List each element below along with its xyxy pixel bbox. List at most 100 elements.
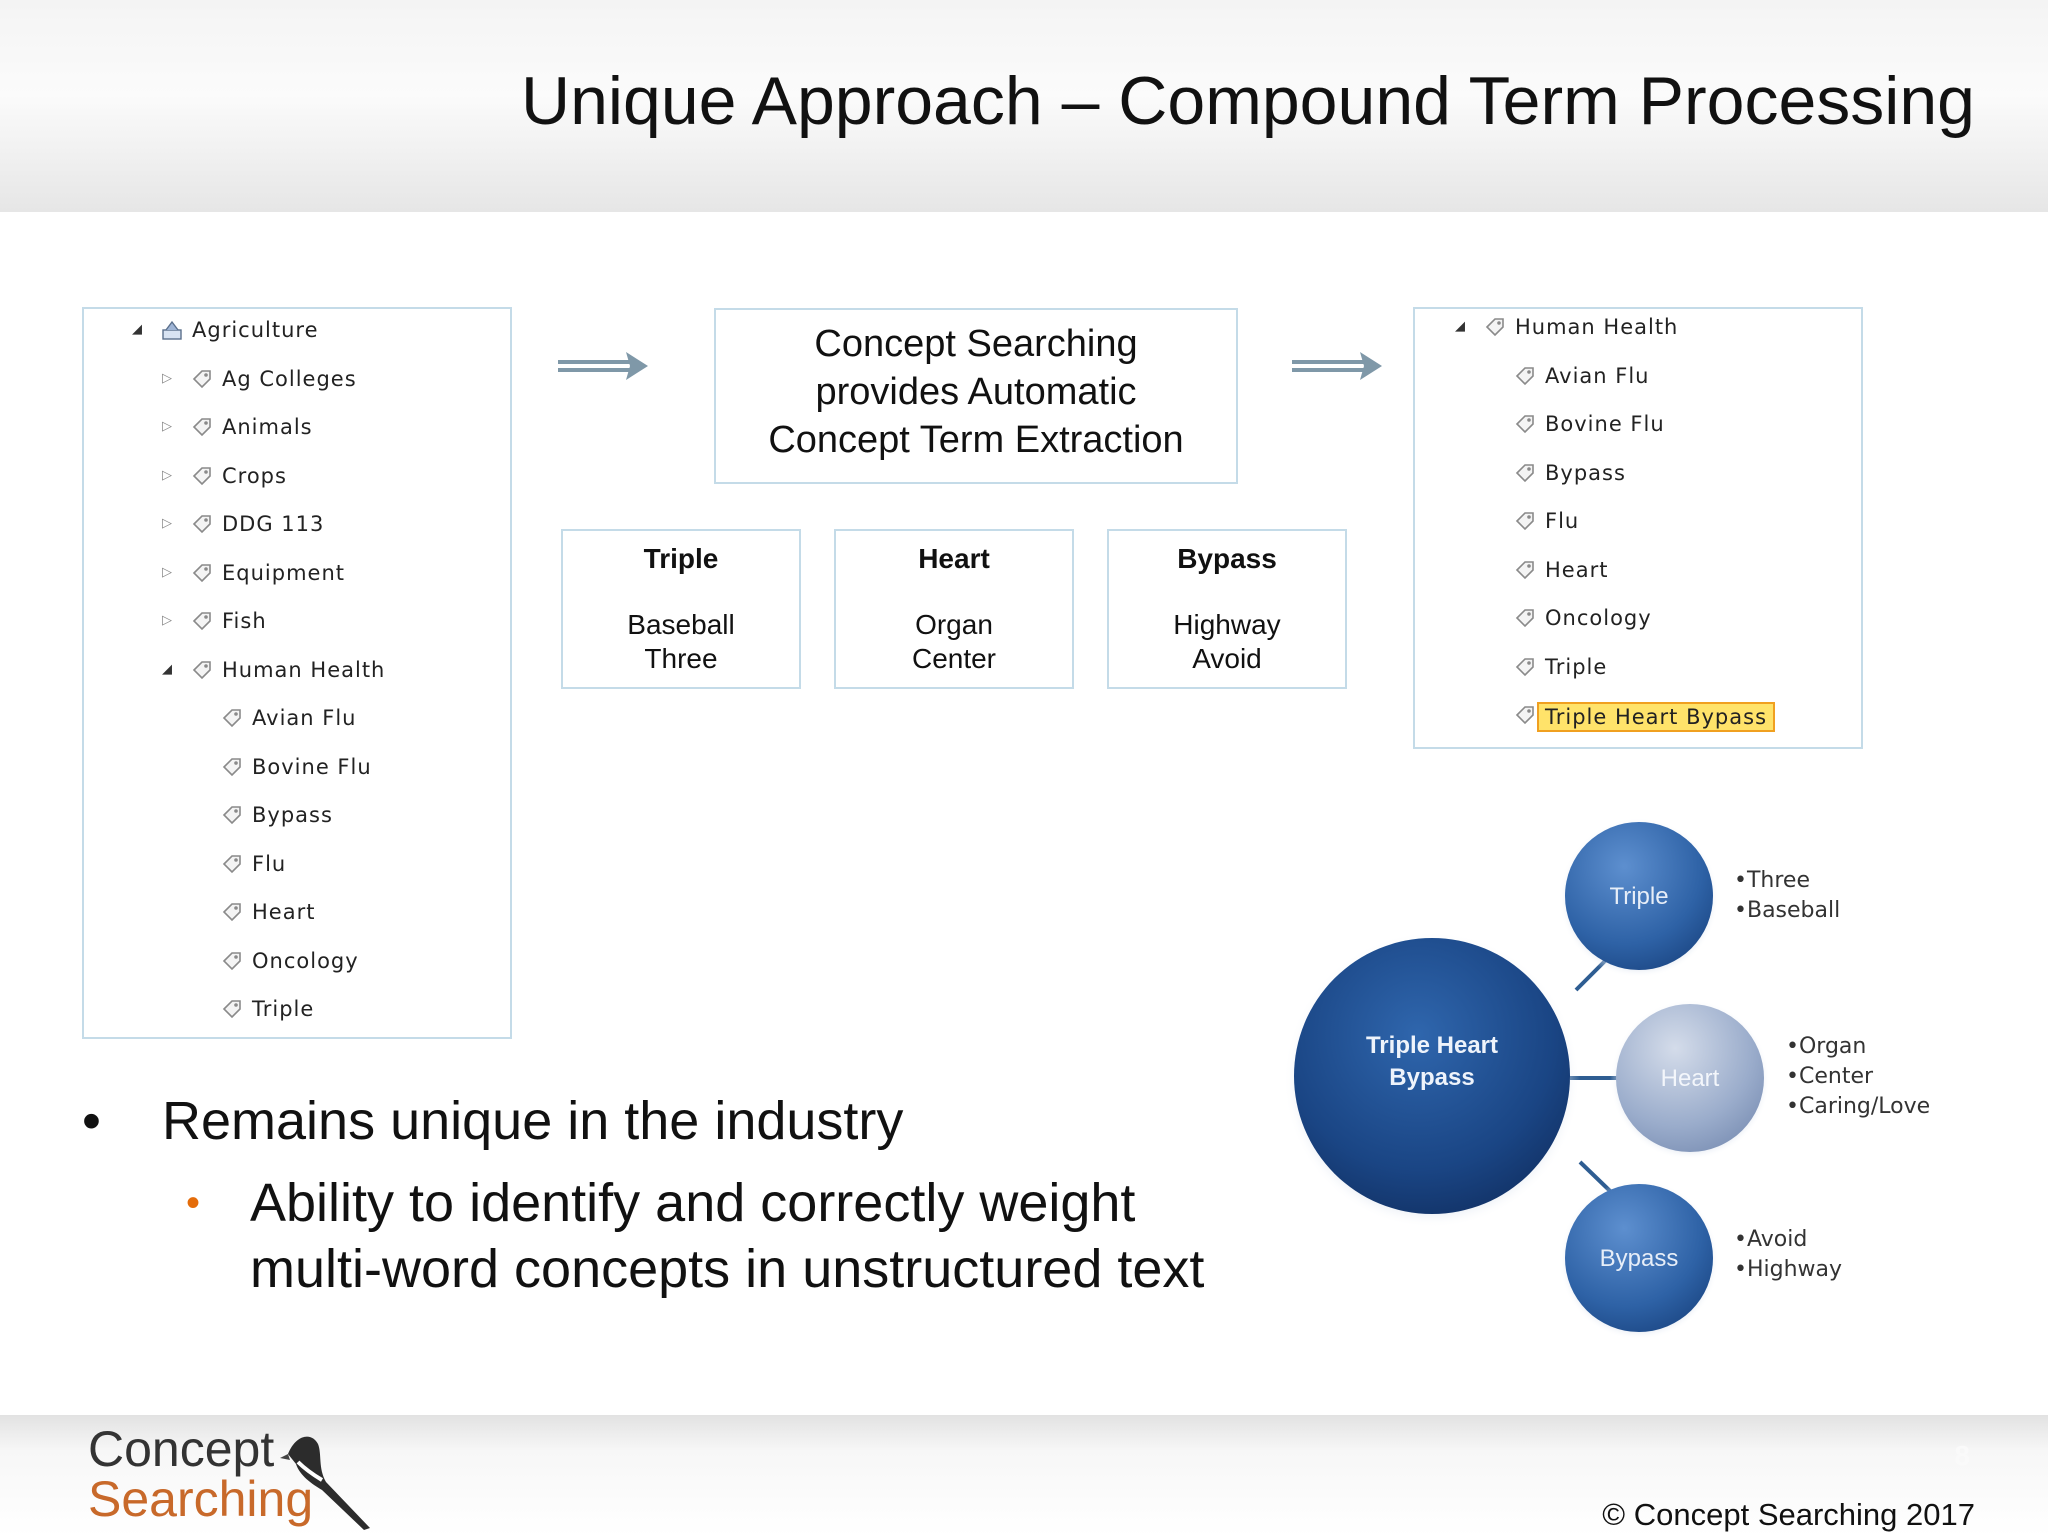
- expand-triangle-icon[interactable]: ▷: [162, 370, 173, 386]
- right-tree-item-label: Human Health: [1515, 315, 1679, 339]
- left-tree-item-label: DDG 113: [222, 512, 325, 536]
- concept-line-1: Concept Searching: [814, 323, 1138, 365]
- word-box-word: Organ: [915, 609, 993, 640]
- left-tree-item-label: Crops: [222, 463, 287, 488]
- copyright-text: © Concept Searching 2017: [1602, 1497, 1975, 1532]
- left-taxonomy-tree: ◢Agriculture▷Ag Colleges▷Animals▷Crops▷D…: [82, 307, 512, 1039]
- tag-icon: [1515, 415, 1534, 434]
- word-box-term: Triple: [643, 543, 719, 574]
- left-tree-item-label: Triple: [252, 997, 315, 1021]
- magpie-bird-icon: [280, 1436, 370, 1530]
- tag-icon: [222, 709, 241, 728]
- right-tree-item-label: Avian Flu: [1545, 363, 1650, 388]
- expand-triangle-icon[interactable]: ▷: [162, 419, 173, 434]
- arrow-right-icon: [1292, 352, 1382, 380]
- expand-triangle-icon[interactable]: ▷: [162, 467, 173, 483]
- compound-term-diagram: Triple Heart Bypass Triple Heart Bypass: [1284, 818, 1770, 1340]
- tag-icon: [192, 369, 211, 388]
- heart-node-label: Heart: [1661, 1065, 1720, 1092]
- tag-icon: [222, 903, 241, 922]
- associated-term: •Center: [1786, 1064, 1874, 1089]
- page-number: 8: [1954, 1440, 1970, 1471]
- left-tree-item-label: Equipment: [222, 560, 345, 585]
- right-tree-item-label: Oncology: [1545, 606, 1652, 630]
- word-box-triple: Triple Baseball Three: [561, 529, 801, 689]
- logo-word-searching: Searching: [88, 1471, 314, 1527]
- concept-extraction-box: Concept Searching provides Automatic Con…: [714, 308, 1238, 484]
- tag-icon: [222, 1000, 241, 1019]
- left-tree-item-label: Oncology: [252, 948, 359, 973]
- bypass-node-label: Bypass: [1600, 1245, 1679, 1272]
- right-tree-item-label: Triple: [1545, 654, 1608, 679]
- center-node: [1294, 938, 1570, 1214]
- associated-term: •Organ: [1786, 1034, 1867, 1059]
- associated-term: •Highway: [1734, 1257, 1843, 1282]
- concept-line-3: Concept Term Extraction: [768, 419, 1184, 461]
- center-node-label: Bypass: [1389, 1064, 1474, 1091]
- agriculture-icon: [162, 320, 182, 340]
- associated-term: •Avoid: [1734, 1227, 1808, 1252]
- tag-icon: [192, 660, 211, 679]
- triple-node: [1565, 822, 1713, 970]
- word-box-heart: Heart Organ Center: [834, 529, 1074, 689]
- word-box-term: Bypass: [1177, 543, 1277, 574]
- left-tree-item-label: Flu: [252, 851, 287, 876]
- right-tree-item-label: Bovine Flu: [1545, 412, 1665, 436]
- sub-bullet-dot: •: [186, 1181, 201, 1225]
- right-tree-item-label: Bypass: [1545, 460, 1626, 485]
- word-box-word: Avoid: [1192, 643, 1262, 674]
- bullet-dot: •: [82, 1091, 101, 1151]
- word-box-word: Baseball: [627, 609, 735, 640]
- sub-bullet-text: Ability to identify and correctly weight: [250, 1173, 1136, 1233]
- tag-icon: [192, 563, 211, 582]
- arrow-right-icon: [558, 352, 648, 380]
- associated-term: •Caring/Love: [1786, 1094, 1931, 1119]
- word-box-term: Heart: [918, 543, 990, 574]
- left-tree-item-label: Human Health: [222, 657, 386, 682]
- tag-icon: [1515, 609, 1534, 628]
- footer-band: [0, 1415, 2048, 1536]
- word-box-bypass: Bypass Highway Avoid: [1107, 529, 1347, 689]
- left-tree-item-label: Bovine Flu: [252, 754, 372, 779]
- center-node-label: Triple Heart: [1366, 1032, 1498, 1059]
- expand-triangle-icon[interactable]: ▷: [162, 564, 173, 580]
- right-tree-item-label: Heart: [1545, 557, 1609, 582]
- tag-icon: [222, 854, 241, 873]
- heart-node: [1616, 1004, 1764, 1152]
- tag-icon: [1515, 366, 1534, 385]
- right-tree-item-label: Triple Heart Bypass: [1537, 702, 1776, 732]
- expand-triangle-icon[interactable]: ▷: [162, 613, 173, 628]
- heart-associated-terms: •Organ •Center •Caring/Love: [1786, 1032, 1930, 1122]
- collapse-triangle-icon[interactable]: ◢: [132, 322, 143, 337]
- concept-line-2: provides Automatic: [815, 371, 1137, 413]
- word-box-word: Three: [644, 643, 718, 674]
- tag-icon: [222, 757, 241, 776]
- triple-associated-terms: •Three •Baseball: [1734, 866, 1840, 926]
- word-box-word: Center: [911, 643, 997, 674]
- associated-term: •Three: [1734, 868, 1810, 893]
- left-tree-item-label: Fish: [222, 609, 267, 633]
- left-tree-item-label: Heart: [252, 900, 316, 924]
- tag-icon: [192, 466, 211, 485]
- bypass-associated-terms: •Avoid •Highway: [1734, 1225, 1842, 1285]
- left-tree-item-label: Ag Colleges: [222, 366, 357, 391]
- tag-icon: [1515, 657, 1534, 676]
- bypass-node: [1565, 1184, 1713, 1332]
- triple-node-label: Triple: [1609, 883, 1668, 910]
- tag-icon: [1485, 318, 1504, 337]
- collapse-triangle-icon[interactable]: ◢: [162, 661, 173, 677]
- word-box-word: Highway: [1173, 609, 1281, 640]
- tag-icon: [192, 515, 211, 534]
- sub-bullet-text: multi-word concepts in unstructured text: [250, 1239, 1205, 1299]
- collapse-triangle-icon[interactable]: ◢: [1455, 319, 1466, 334]
- slide-title: Unique Approach – Compound Term Processi…: [520, 63, 1975, 139]
- header-band: [0, 0, 2048, 212]
- left-tree-item-label: Agriculture: [192, 318, 319, 342]
- tag-icon: [1515, 512, 1534, 531]
- tag-icon: [1515, 706, 1534, 725]
- left-tree-item-label: Bypass: [252, 803, 333, 827]
- associated-term: •Baseball: [1734, 898, 1841, 923]
- expand-triangle-icon[interactable]: ▷: [162, 516, 173, 531]
- right-tree-item-label: Flu: [1545, 509, 1580, 533]
- left-tree-item-label: Avian Flu: [252, 706, 357, 730]
